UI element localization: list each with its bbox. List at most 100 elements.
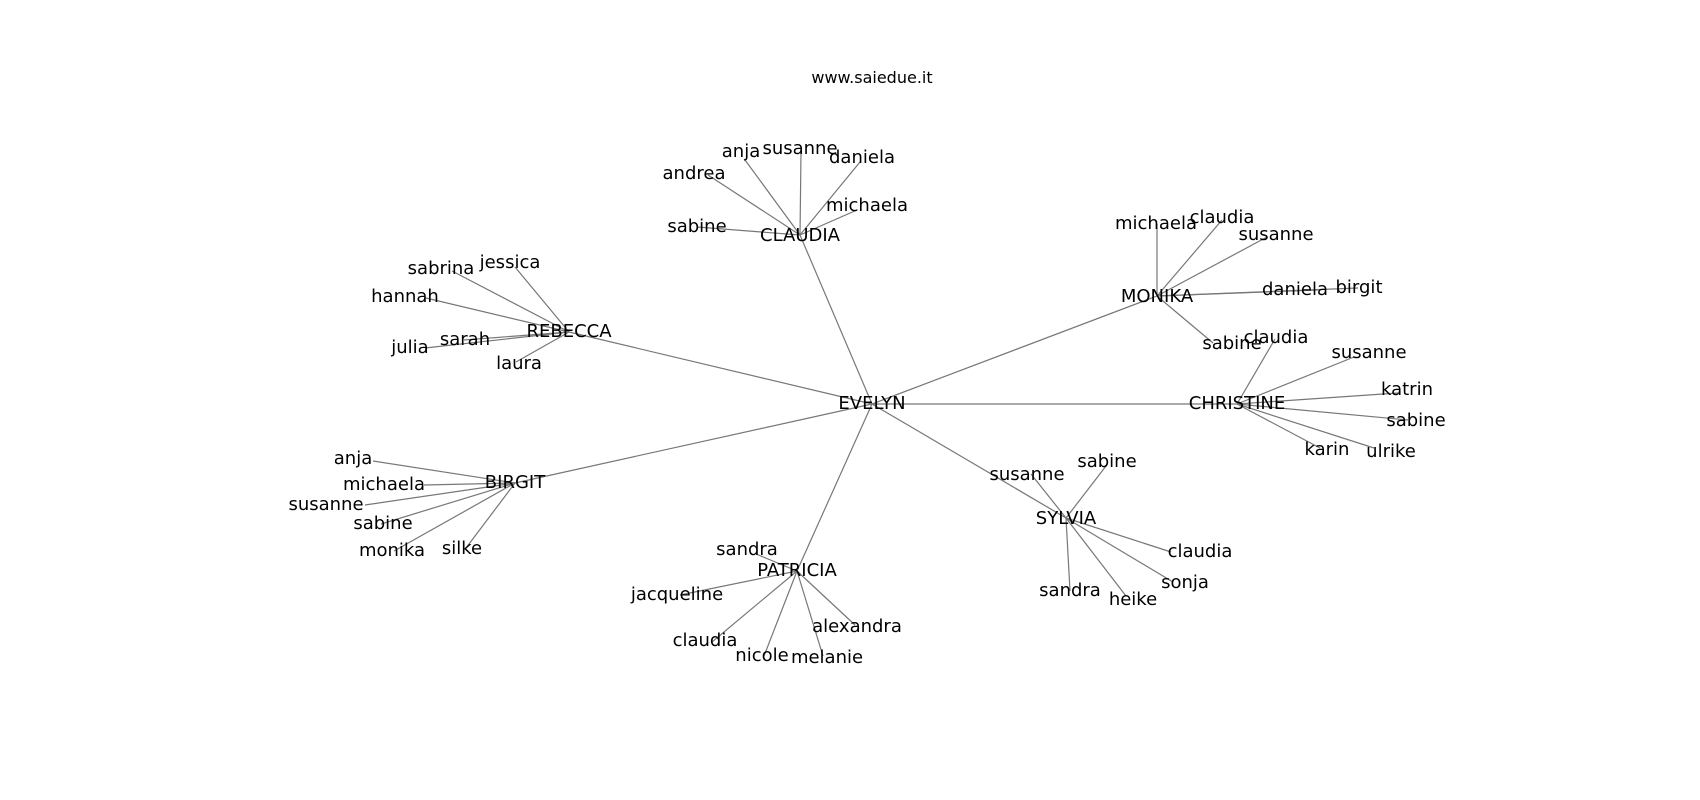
node-hub-patricia: PATRICIA: [757, 560, 837, 581]
edge-claudia-susanne: [799, 151, 802, 236]
node-leaf-sylvia-sandra: sandra: [1039, 580, 1101, 601]
node-hub-birgit: BIRGIT: [485, 472, 546, 493]
node-leaf-rebecca-sabrina: sabrina: [408, 258, 475, 279]
node-leaf-patricia-jacqueline: jacqueline: [630, 584, 723, 605]
node-leaf-christine-ulrike: ulrike: [1366, 441, 1416, 462]
node-leaf-birgit-monika: monika: [359, 540, 425, 561]
node-leaf-birgit-susanne: susanne: [288, 494, 363, 515]
node-leaf-rebecca-jessica: jessica: [479, 252, 541, 273]
edge-sylvia-sabine: [1065, 465, 1107, 519]
edge-root-sylvia: [871, 403, 1067, 519]
node-leaf-sylvia-heike: heike: [1109, 589, 1157, 610]
edge-birgit-anja: [372, 460, 516, 484]
edge-birgit-silke: [465, 482, 516, 549]
edge-monika-susanne: [1156, 236, 1268, 297]
node-hub-monika: MONIKA: [1121, 286, 1194, 307]
edge-christine-susanne: [1236, 356, 1355, 405]
edge-root-monika: [871, 295, 1158, 405]
edge-sylvia-heike: [1065, 517, 1127, 597]
edge-monika-sabine: [1156, 295, 1214, 344]
node-hub-claudia: CLAUDIA: [760, 225, 841, 246]
node-leaf-rebecca-sarah: sarah: [440, 329, 490, 350]
node-leaf-sylvia-claudia: claudia: [1168, 541, 1233, 562]
edge-monika-claudia: [1156, 219, 1223, 297]
node-hub-christine: CHRISTINE: [1189, 393, 1286, 414]
edges-layer: [364, 151, 1409, 657]
edge-sylvia-sonja: [1065, 517, 1174, 583]
edge-patricia-claudia: [711, 570, 798, 643]
node-leaf-christine-sabine: sabine: [1386, 410, 1445, 431]
node-leaf-birgit-michaela: michaela: [343, 474, 425, 495]
edge-claudia-michaela: [799, 209, 858, 236]
node-leaf-claudia-anja: anja: [722, 141, 760, 162]
node-hub-sylvia: SYLVIA: [1036, 508, 1097, 529]
edge-birgit-susanne: [364, 482, 516, 506]
node-leaf-rebecca-laura: laura: [496, 353, 542, 374]
edge-rebecca-sarah: [463, 331, 570, 341]
node-leaf-sylvia-sabine: sabine: [1077, 451, 1136, 472]
node-leaf-claudia-susanne: susanne: [762, 138, 837, 159]
edge-patricia-nicole: [763, 570, 798, 657]
edge-monika-birgit: [1156, 287, 1359, 297]
edge-christine-claudia: [1236, 338, 1276, 405]
node-leaf-monika-daniela: daniela: [1262, 279, 1328, 300]
edge-rebecca-laura: [515, 331, 570, 363]
edge-claudia-sabine: [696, 226, 801, 236]
edge-christine-karin: [1236, 403, 1321, 449]
edge-rebecca-hannah: [425, 297, 570, 333]
edge-rebecca-julia: [424, 331, 570, 349]
edge-claudia-daniela: [799, 161, 861, 236]
edge-birgit-sabine: [380, 482, 516, 525]
node-leaf-christine-katrin: katrin: [1381, 379, 1433, 400]
edge-birgit-monika: [393, 482, 516, 552]
node-leaf-monika-birgit: birgit: [1336, 277, 1383, 298]
node-leaf-monika-michaela: michaela: [1115, 213, 1197, 234]
edge-patricia-alexandra: [796, 570, 856, 626]
node-leaf-patricia-claudia: claudia: [673, 630, 738, 651]
node-leaf-patricia-alexandra: alexandra: [812, 616, 902, 637]
node-hub-rebecca: REBECCA: [526, 321, 612, 342]
node-leaf-sylvia-susanne: susanne: [989, 464, 1064, 485]
edge-sylvia-sandra: [1065, 517, 1071, 592]
edge-root-rebecca: [568, 331, 873, 405]
edge-christine-sabine: [1236, 403, 1409, 421]
edge-claudia-anja: [744, 159, 801, 236]
edge-root-patricia: [796, 403, 873, 572]
edge-claudia-andrea: [707, 174, 801, 236]
node-leaf-christine-claudia: claudia: [1244, 327, 1309, 348]
node-leaf-rebecca-hannah: hannah: [371, 286, 439, 307]
credit-text: www.saiedue.it: [811, 68, 932, 87]
node-leaf-claudia-andrea: andrea: [663, 163, 726, 184]
node-leaf-patricia-nicole: nicole: [735, 645, 788, 666]
edge-birgit-michaela: [423, 482, 516, 486]
node-leaf-birgit-anja: anja: [334, 448, 372, 469]
node-root-label: EVELYN: [838, 393, 905, 414]
edge-sylvia-susanne: [1030, 473, 1067, 519]
edge-sylvia-claudia: [1065, 517, 1172, 553]
node-leaf-claudia-sabine: sabine: [667, 216, 726, 237]
edge-christine-katrin: [1236, 392, 1399, 405]
edge-patricia-sandra: [755, 553, 798, 572]
edge-rebecca-jessica: [514, 266, 570, 333]
edge-root-claudia: [799, 234, 873, 405]
edge-rebecca-sabrina: [451, 270, 570, 333]
node-leaf-patricia-sandra: sandra: [716, 539, 778, 560]
node-leaf-monika-sabine: sabine: [1202, 333, 1261, 354]
node-leaf-birgit-silke: silke: [442, 538, 482, 559]
edge-patricia-jacqueline: [679, 570, 798, 596]
edge-root-birgit: [514, 403, 873, 484]
node-leaf-monika-susanne: susanne: [1238, 224, 1313, 245]
node-leaf-rebecca-julia: julia: [390, 337, 428, 358]
node-leaf-patricia-melanie: melanie: [791, 647, 863, 668]
node-leaf-christine-karin: karin: [1305, 439, 1350, 460]
edge-christine-ulrike: [1236, 403, 1375, 449]
node-leaf-sylvia-sonja: sonja: [1161, 572, 1209, 593]
node-leaf-christine-susanne: susanne: [1331, 342, 1406, 363]
edge-patricia-melanie: [796, 570, 824, 657]
node-leaf-claudia-daniela: daniela: [829, 147, 895, 168]
node-leaf-claudia-michaela: michaela: [826, 195, 908, 216]
node-leaf-birgit-sabine: sabine: [353, 513, 412, 534]
node-leaf-monika-claudia: claudia: [1190, 207, 1255, 228]
